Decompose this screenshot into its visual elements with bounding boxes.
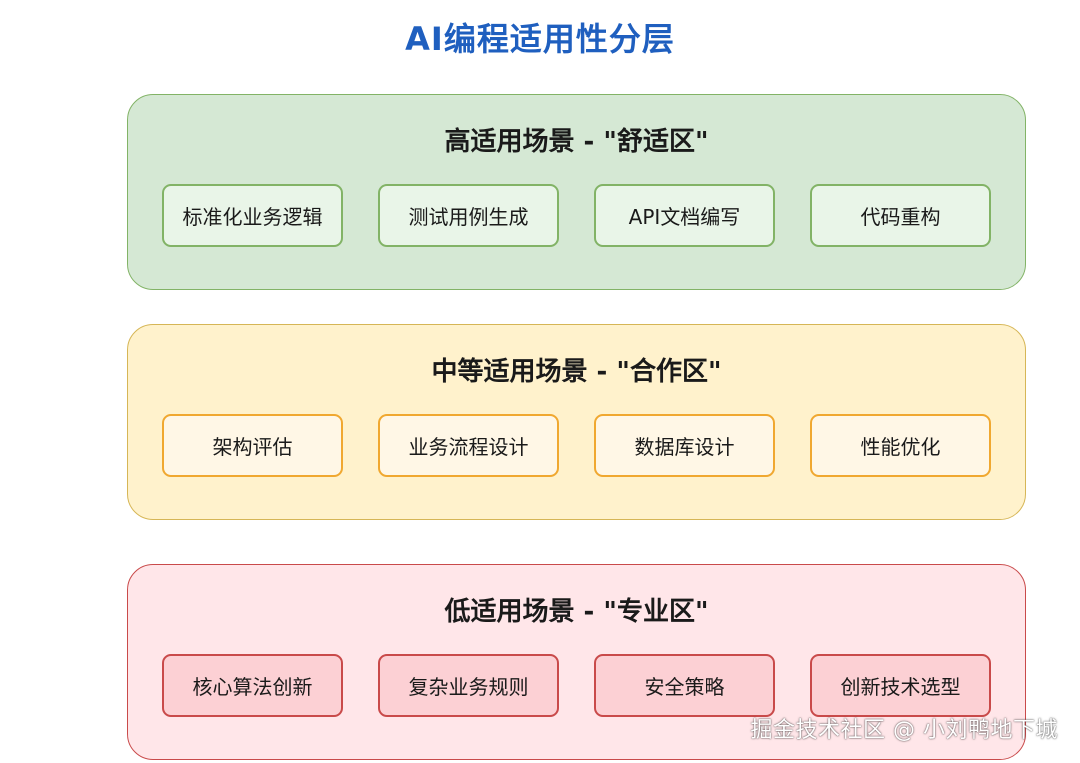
tier-low-suitability: 低适用场景 - "专业区" 核心算法创新 复杂业务规则 安全策略 创新技术选型 <box>127 564 1026 760</box>
tier-item: 复杂业务规则 <box>378 654 559 717</box>
tier-item: 数据库设计 <box>594 414 775 477</box>
tier-item: 业务流程设计 <box>378 414 559 477</box>
tier-item: 创新技术选型 <box>810 654 991 717</box>
tier-item: 核心算法创新 <box>162 654 343 717</box>
tier-item: 测试用例生成 <box>378 184 559 247</box>
tier-item: 标准化业务逻辑 <box>162 184 343 247</box>
tier-heading: 高适用场景 - "舒适区" <box>444 127 709 157</box>
diagram-title: AI编程适用性分层 <box>405 20 675 58</box>
tier-item: 架构评估 <box>162 414 343 477</box>
watermark: 掘金技术社区 @ 小刘鸭地下城 <box>750 718 1058 743</box>
tier-heading: 低适用场景 - "专业区" <box>444 597 709 627</box>
tier-item: API文档编写 <box>594 184 775 247</box>
tier-item: 代码重构 <box>810 184 991 247</box>
tier-medium-suitability: 中等适用场景 - "合作区" 架构评估 业务流程设计 数据库设计 性能优化 <box>127 324 1026 520</box>
tier-item: 安全策略 <box>594 654 775 717</box>
tier-heading: 中等适用场景 - "合作区" <box>431 357 722 387</box>
tier-item: 性能优化 <box>810 414 991 477</box>
tier-high-suitability: 高适用场景 - "舒适区" 标准化业务逻辑 测试用例生成 API文档编写 代码重… <box>127 94 1026 290</box>
